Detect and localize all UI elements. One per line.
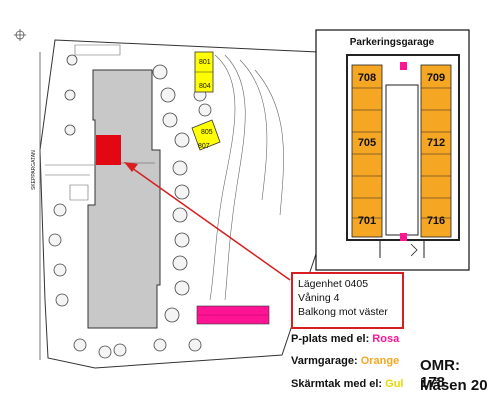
tree-icon [174,132,190,148]
garage-stalls-right [420,64,452,238]
garage-stalls-left [351,64,383,238]
tree-icon [172,255,188,271]
tree-icon [198,103,212,117]
garage-slot-708: 708 [358,72,376,84]
tree-icon [174,184,190,200]
pointer-arrowhead-icon [124,162,138,172]
spot-807: 807 [198,143,210,150]
tree-icon [153,338,167,352]
site-boundary [39,39,319,369]
tree-icon [174,280,190,296]
tree-icon [160,87,176,103]
address-label: Måsen 20 [420,377,488,394]
omr-label: OMR: 178 [420,357,460,391]
tree-markers [48,54,212,359]
legend-orange-text: Varmgarage: [291,355,361,367]
crosshair-icon [14,29,26,41]
garage-slot-716: 716 [427,215,445,227]
ev-marker-top [400,62,407,70]
tree-icon [64,124,76,136]
carport-mid [191,119,221,151]
tree-icon [152,64,168,80]
legend-gul-text: Skärmtak med el: [291,378,386,390]
garage-right-stalls [420,64,452,238]
tree-icon [55,293,69,307]
garage-entrance-arrow-icon [410,243,418,257]
tree-icon [64,89,76,101]
tree-icon [172,160,188,176]
legend-gul-word: Gul [385,378,404,390]
tree-icon [98,345,112,359]
tree-icon [48,233,62,247]
street-label: SKEPPARGATAN [31,150,37,190]
spot-801: 801 [199,59,211,66]
site-paths [45,44,284,301]
spot-804: 804 [199,83,211,90]
garage-slot-705: 705 [358,137,376,149]
legend-orange-word: Orange [360,355,400,367]
garage-title: Parkeringsgarage [350,37,435,48]
legend-gul: Skärmtak med el: Gul [291,378,404,390]
tree-icon [172,207,188,223]
garage-slot-709: 709 [427,72,445,84]
pointer-line [131,167,291,281]
tree-icon [164,307,180,323]
garage-entrance [379,240,425,258]
garage-slot-712: 712 [427,137,445,149]
garage-left-stalls [351,64,383,238]
legend-orange: Varmgarage: Orange [291,355,399,367]
apartment-number: Lägenhet 0405 [298,278,369,290]
apartment-balcony: Balkong mot väster [298,306,388,318]
legend-rosa-word: Rosa [372,333,400,345]
apartment-floor: Våning 4 [298,292,340,304]
tree-icon [188,338,202,352]
tree-icon [53,263,67,277]
building-main [87,69,161,329]
tree-icon [162,112,178,128]
tree-icon [66,54,78,66]
ev-marker-bottom [400,233,407,241]
tree-icon [53,203,67,217]
legend-rosa: P-plats med el: Rosa [291,333,399,345]
garage-slot-701: 701 [358,215,376,227]
legend-rosa-text: P-plats med el: [291,333,373,345]
tree-icon [73,338,87,352]
spot-805: 805 [201,129,213,136]
apartment-marker [96,135,121,165]
tree-icon [113,343,127,357]
tree-icon [174,232,190,248]
apartment-info-box: Lägenhet 0405 Våning 4 Balkong mot väste… [291,272,404,329]
